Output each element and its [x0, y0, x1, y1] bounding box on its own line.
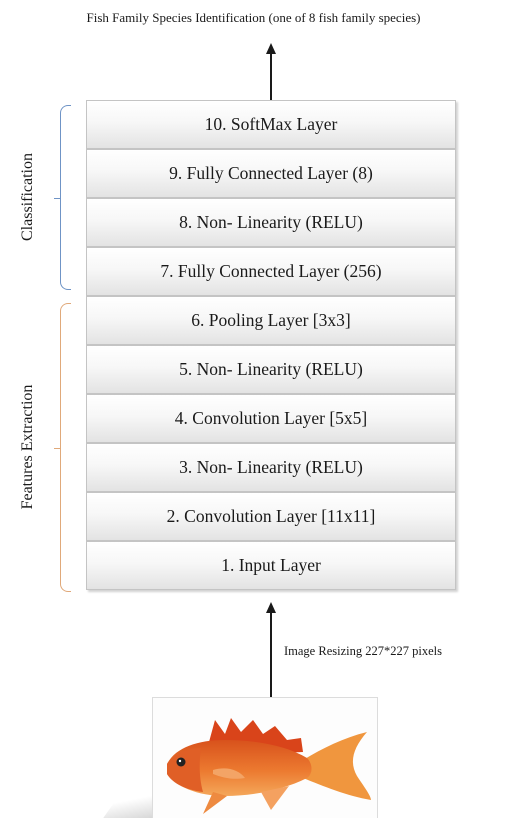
layer-relu-2: 5. Non- Linearity (RELU) [86, 345, 456, 394]
classification-label: Classification [19, 153, 36, 241]
layer-convolution-5x5: 4. Convolution Layer [5x5] [86, 394, 456, 443]
layer-fully-connected-256: 7. Fully Connected Layer (256) [86, 247, 456, 296]
input-arrow-head-icon [266, 602, 276, 613]
output-label: Fish Family Species Identification (one … [86, 10, 421, 25]
layer-stack: 10. SoftMax Layer 9. Fully Connected Lay… [86, 100, 456, 590]
features-extraction-label: Features Extraction [19, 384, 36, 510]
fish-icon [167, 718, 371, 814]
layer-relu-3: 8. Non- Linearity (RELU) [86, 198, 456, 247]
input-arrow-line [270, 612, 272, 697]
layer-relu-1: 3. Non- Linearity (RELU) [86, 443, 456, 492]
classification-brace [54, 105, 71, 290]
output-arrow-head-icon [266, 43, 276, 54]
image-resizing-label: Image Resizing 227*227 pixels [284, 644, 442, 658]
layer-convolution-11x11: 2. Convolution Layer [11x11] [86, 492, 456, 541]
layer-softmax: 10. SoftMax Layer [86, 100, 456, 149]
output-arrow-line [270, 53, 272, 100]
layer-pooling: 6. Pooling Layer [3x3] [86, 296, 456, 345]
layer-input: 1. Input Layer [86, 541, 456, 590]
features-extraction-brace [54, 303, 71, 592]
input-fish-image [152, 697, 378, 818]
layer-fully-connected-8: 9. Fully Connected Layer (8) [86, 149, 456, 198]
